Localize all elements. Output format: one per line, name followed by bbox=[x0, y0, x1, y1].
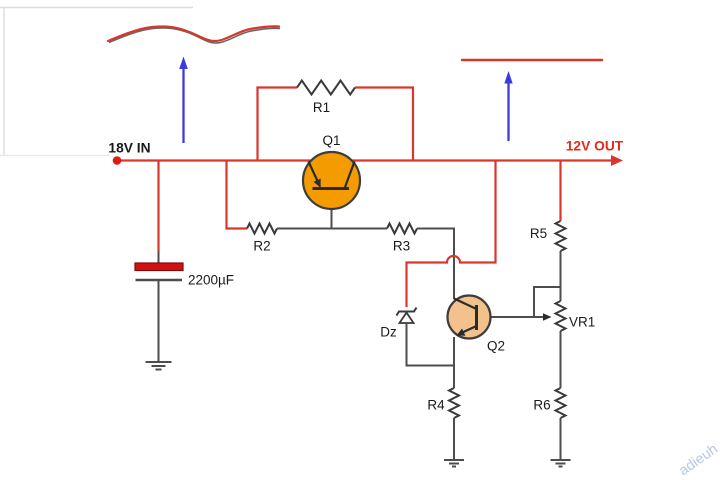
ground-icon-r6 bbox=[550, 459, 571, 468]
q1-body bbox=[301, 150, 362, 211]
zener-anode-triangle bbox=[397, 310, 416, 324]
resistor-r6 bbox=[553, 387, 568, 419]
gray-wires bbox=[157, 159, 562, 460]
r3-label: R3 bbox=[393, 239, 410, 254]
wire-r1-right bbox=[355, 86, 415, 161]
q2-emitter-arrow-icon bbox=[456, 328, 466, 336]
q2-collector-lead bbox=[453, 297, 477, 310]
input-node-dot bbox=[112, 156, 122, 165]
transistor-q2 bbox=[446, 294, 492, 340]
wire-output-to-zener-with-hop bbox=[405, 160, 497, 307]
watermark-text: adieuh bbox=[676, 441, 720, 479]
q1-label: Q1 bbox=[322, 133, 340, 148]
red-wires bbox=[117, 86, 612, 307]
frame-border-lines bbox=[0, 6, 193, 157]
capacitor-top-plate bbox=[134, 262, 184, 272]
ripple-wave-icon bbox=[106, 25, 281, 44]
transistor-q1 bbox=[301, 150, 362, 211]
q2-body bbox=[446, 294, 492, 340]
resistor-r1 bbox=[296, 78, 356, 97]
labels: 18V IN 12V OUT R1 Q1 R2 R3 2200µF R5 VR1… bbox=[108, 100, 720, 479]
ground-symbols bbox=[145, 361, 571, 468]
capacitor-value-label: 2200µF bbox=[188, 273, 234, 288]
q2-label: Q2 bbox=[487, 339, 505, 354]
wire-r1-left bbox=[256, 86, 297, 161]
r2-label: R2 bbox=[253, 239, 270, 254]
vr1-label: VR1 bbox=[569, 315, 595, 330]
resistor-r5 bbox=[553, 220, 568, 252]
resistor-r2 bbox=[246, 221, 278, 236]
ground-icon-r4 bbox=[444, 459, 464, 468]
blue-up-arrow-icon-input bbox=[179, 56, 188, 143]
r1-label: R1 bbox=[313, 100, 330, 115]
output-voltage-label: 12V OUT bbox=[566, 139, 624, 154]
r4-label: R4 bbox=[427, 398, 445, 413]
potentiometer-vr1 bbox=[553, 300, 568, 332]
red-right-arrow-icon bbox=[611, 155, 623, 166]
blue-up-arrow-icon-output bbox=[504, 71, 513, 141]
r5-label: R5 bbox=[530, 226, 547, 241]
wire-r3-to-q2-collector bbox=[417, 227, 455, 299]
zener-diode-dz bbox=[395, 306, 418, 324]
input-voltage-label: 18V IN bbox=[108, 141, 150, 156]
wire-rail-to-r2 bbox=[225, 160, 247, 230]
capacitor-2200uf bbox=[134, 262, 184, 282]
ground-icon-capacitor bbox=[145, 361, 172, 371]
dz-label: Dz bbox=[380, 325, 397, 340]
resistors bbox=[246, 78, 568, 419]
q1-emitter-arrow-icon bbox=[313, 178, 321, 188]
resistor-r3 bbox=[386, 221, 418, 236]
resistor-r4 bbox=[446, 387, 462, 419]
wire-dz-to-emitter bbox=[405, 324, 454, 367]
wire-vr1-wiper-tie bbox=[533, 286, 561, 317]
r6-label: R6 bbox=[533, 398, 550, 413]
q1-collector-lead bbox=[343, 161, 356, 189]
